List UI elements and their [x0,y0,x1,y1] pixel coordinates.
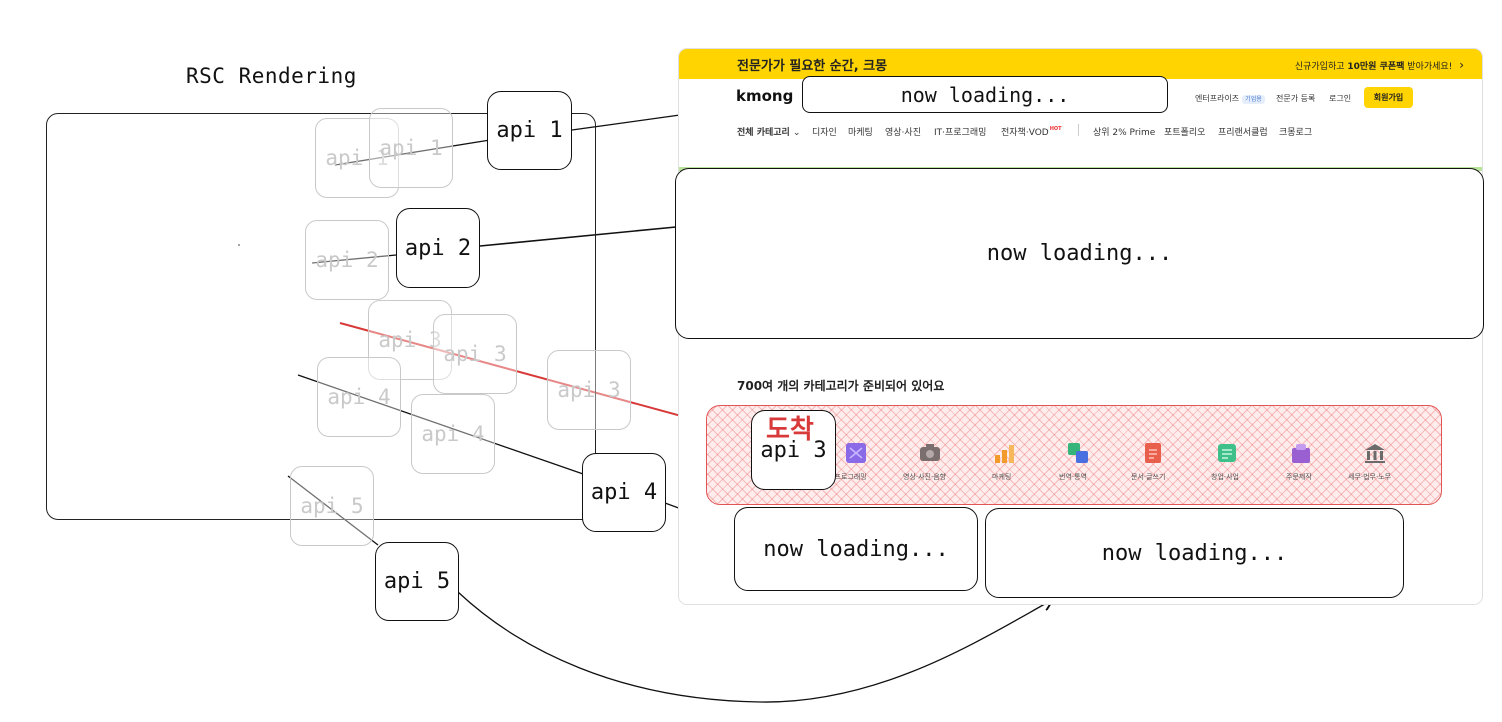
nav-it-programming[interactable]: IT·프로그래밍 [934,128,987,138]
chart-icon [995,445,1014,463]
nav-portfolio[interactable]: 포트폴리오 [1164,128,1206,138]
coupon-suffix: 받아가세요! [1404,62,1453,72]
category-icon-video[interactable] [919,442,941,464]
category-label: 번역·통역 [1059,473,1087,481]
expert-register-link[interactable]: 전문가 등록 [1276,94,1316,103]
login-link[interactable]: 로그인 [1329,94,1352,103]
chevron-down-icon: ⌄ [792,128,801,138]
category-label: 주문제작 [1286,473,1312,481]
line-api5-to-loading [457,591,1052,703]
category-icon-tax-legal[interactable] [1364,442,1386,464]
nav-all-categories-label: 전체 카테고리 [737,128,790,138]
document-icon [1145,443,1161,463]
enterprise-badge: 기업용 [1242,95,1265,104]
dot-marker [238,244,240,246]
camera-icon [920,444,940,461]
nav-marketing[interactable]: 마케팅 [848,128,873,138]
hero-loading-box: now loading... [675,168,1484,339]
nav-prime[interactable]: 상위 2% Prime [1093,128,1156,138]
api3-box: api 3 [751,410,836,490]
nav-kmong-log[interactable]: 크몽로그 [1279,128,1313,138]
code-icon [846,443,866,463]
bank-icon [1365,444,1385,463]
coupon-bold: 10만원 쿠폰팩 [1347,62,1405,72]
category-label: 세무·법무·노무 [1348,473,1392,481]
promo-bar: 전문가가 필요한 순간, 크몽 신규가입하고 10만원 쿠폰팩 받아가세요! › [679,49,1482,79]
ghost-api5-box: api 5 [290,466,374,546]
nav-ebook-vod-label: 전자책·VOD [1001,128,1049,138]
category-label: 마케팅 [992,473,1012,481]
category-label-partial: T·프로그래밍 [828,473,867,481]
enterprise-label: 엔터프라이즈 [1195,94,1240,103]
hot-badge: HOT [1049,126,1062,132]
ghost-api4-box: api 4 [411,394,495,474]
coupon-prefix: 신규가입하고 [1294,62,1348,72]
line-ghost-to-api1 [334,139,491,166]
category-label: 창업·사업 [1211,473,1239,481]
category-icon-custom[interactable] [1290,442,1312,464]
rsc-render-box [46,113,596,520]
ghost-api3-box: api 3 [547,350,631,430]
section-loading-box-right: now loading... [985,508,1404,598]
api5-box: api 5 [375,542,459,621]
section-loading-box-left: now loading... [734,507,978,591]
gift-icon [1292,444,1310,463]
category-label: 영상·사진·음향 [903,473,947,481]
ghost-api1-box: api 1 [369,108,453,188]
nav-divider [1078,124,1079,136]
ghost-api2-box: api 2 [305,220,389,300]
arrival-label: 도착 [766,415,814,445]
ghost-api3-box: api 3 [368,300,452,380]
category-icon-marketing[interactable] [993,442,1015,464]
api4-box: api 4 [582,453,666,532]
translate-icon [1068,443,1088,463]
ghost-api1-box: api 1 [315,118,399,198]
search-loading-box: now loading... [802,76,1168,113]
nav-freelancer-club[interactable]: 프리랜서클럽 [1218,128,1268,138]
nav-video-photo[interactable]: 영상·사진 [885,128,921,138]
api1-box: api 1 [487,91,572,170]
api2-box: api 2 [396,208,480,288]
kmong-logo[interactable]: kmong [736,87,794,105]
nav-design[interactable]: 디자인 [812,128,837,138]
promo-text: 전문가가 필요한 순간, 크몽 [737,59,888,74]
nav-all-categories[interactable]: 전체 카테고리 ⌄ [737,125,801,138]
business-icon [1218,444,1236,462]
category-icon-document[interactable] [1142,442,1164,464]
category-icon-business[interactable] [1216,442,1238,464]
line-ghost-to-api5 [287,475,379,546]
line-api3-to-category [339,322,740,432]
category-icon-it[interactable] [845,442,867,464]
chevron-right-icon: › [1459,58,1464,72]
category-label: 문서·글쓰기 [1131,473,1166,481]
line-ghost-to-api4 [297,374,587,476]
diagram-title: RSC Rendering [186,64,357,88]
coupon-link[interactable]: 신규가입하고 10만원 쿠폰팩 받아가세요! › [1295,58,1464,72]
ghost-api3-box: api 3 [433,314,517,394]
nav-ebook-vod[interactable]: 전자책·VODHOT [1001,125,1062,138]
line-api2-to-banner [479,226,677,247]
ghost-api4-box: api 4 [317,357,401,437]
category-icon-translate[interactable] [1067,442,1089,464]
signup-button[interactable]: 회원가입 [1364,87,1413,108]
category-heading: 700여 개의 카테고리가 준비되어 있어요 [737,379,945,393]
line-ghost-to-api2 [311,254,397,264]
